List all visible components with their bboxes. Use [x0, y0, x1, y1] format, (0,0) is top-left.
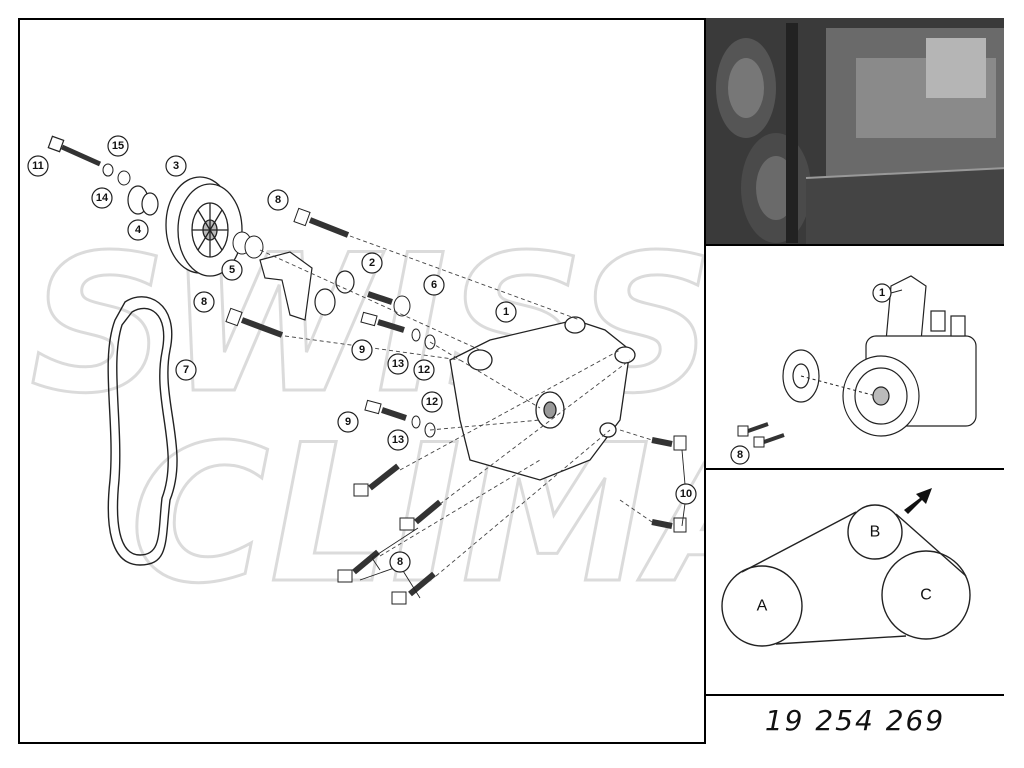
callout-8-lower: 8: [389, 551, 411, 573]
svg-text:11: 11: [32, 160, 44, 172]
svg-text:13: 13: [392, 358, 404, 370]
svg-text:8: 8: [737, 449, 743, 461]
hub-4: [127, 185, 159, 216]
callout-9-lower: 9: [337, 411, 359, 433]
svg-text:8: 8: [201, 296, 207, 308]
callout-14: 14: [91, 187, 113, 209]
callout-10: 10: [675, 483, 697, 505]
bolt-6: [367, 291, 411, 317]
bolts-8-lower: [337, 463, 442, 605]
callout-8-top: 8: [267, 189, 289, 211]
bolt-8-left: [225, 307, 284, 338]
bolt-11: [47, 135, 102, 167]
svg-text:1: 1: [503, 306, 509, 318]
svg-text:8: 8: [275, 194, 281, 206]
pulley-c-label: C: [920, 587, 932, 604]
bolt-8-top: [293, 207, 350, 238]
pulley-a-label: A: [757, 598, 768, 615]
belt-routing-diagram: A B C: [704, 470, 1004, 696]
svg-text:2: 2: [369, 257, 375, 269]
pulley-3: [165, 176, 243, 277]
belt-lower: [775, 635, 907, 645]
belt-upper-left: [741, 511, 857, 573]
exploded-view-diagram: SWISS CLIMA: [27, 135, 705, 627]
callout-9-upper: 9: [351, 339, 373, 361]
pulley-a: [721, 565, 803, 647]
compressor-callout-1: 1: [872, 283, 903, 303]
svg-text:4: 4: [135, 224, 142, 236]
svg-text:5: 5: [229, 264, 235, 276]
compressor-image: 1 8: [730, 275, 977, 465]
callout-12-lower: 12: [421, 391, 443, 413]
watermark: SWISS CLIMA: [29, 213, 705, 627]
svg-text:12: 12: [426, 396, 438, 408]
compressor-callout-8: 8: [730, 445, 750, 465]
pulley-b-label: B: [870, 524, 881, 541]
assembly-guide-lines: [259, 235, 653, 577]
callout-6: 6: [423, 274, 445, 296]
compressor-illustration: 1 8: [704, 246, 1004, 470]
belt-upper-right: [895, 513, 967, 577]
callout-2: 2: [361, 252, 383, 274]
bolt-9-lower: [364, 399, 436, 438]
callout-11: 11: [27, 155, 49, 177]
svg-text:9: 9: [345, 416, 351, 428]
bolts-10: [651, 435, 687, 533]
engine-photo-image: [706, 18, 1004, 244]
callout-13-upper: 13: [387, 353, 409, 375]
callout-13-lower: 13: [387, 429, 409, 451]
callout-7: 7: [175, 359, 197, 381]
svg-text:14: 14: [96, 192, 109, 204]
callout-5: 5: [221, 259, 243, 281]
svg-text:7: 7: [183, 364, 189, 376]
svg-text:6: 6: [431, 279, 437, 291]
svg-text:10: 10: [680, 488, 692, 500]
engine-photo: [704, 18, 1004, 246]
spacer-5: [232, 231, 264, 259]
pulley-c: [881, 550, 971, 640]
bracket-2: [259, 251, 355, 321]
part-number: 19 254 269: [764, 703, 946, 737]
callout-12-upper: 12: [413, 359, 435, 381]
side-panels: 1 8 A B C 19 254 269: [704, 18, 1004, 744]
callout-1: 1: [495, 301, 517, 323]
washer-15: [102, 163, 131, 186]
svg-text:12: 12: [418, 364, 430, 376]
svg-text:8: 8: [397, 556, 403, 568]
svg-text:3: 3: [173, 160, 179, 172]
callout-8-left: 8: [193, 291, 215, 313]
callout-15: 15: [107, 135, 129, 157]
pulley-b: [847, 504, 903, 560]
belt-routing-image: A B C: [721, 488, 971, 647]
part-number-panel: 19 254 269: [704, 696, 1004, 744]
svg-text:9: 9: [359, 344, 365, 356]
svg-text:15: 15: [112, 140, 124, 152]
mounting-bracket-1: [449, 316, 636, 481]
callout-4: 4: [127, 219, 149, 241]
svg-text:13: 13: [392, 434, 404, 446]
rotation-arrow-icon: [904, 488, 932, 514]
callout-3: 3: [165, 155, 187, 177]
drive-belt-7: [107, 296, 178, 566]
svg-text:1: 1: [879, 287, 885, 299]
